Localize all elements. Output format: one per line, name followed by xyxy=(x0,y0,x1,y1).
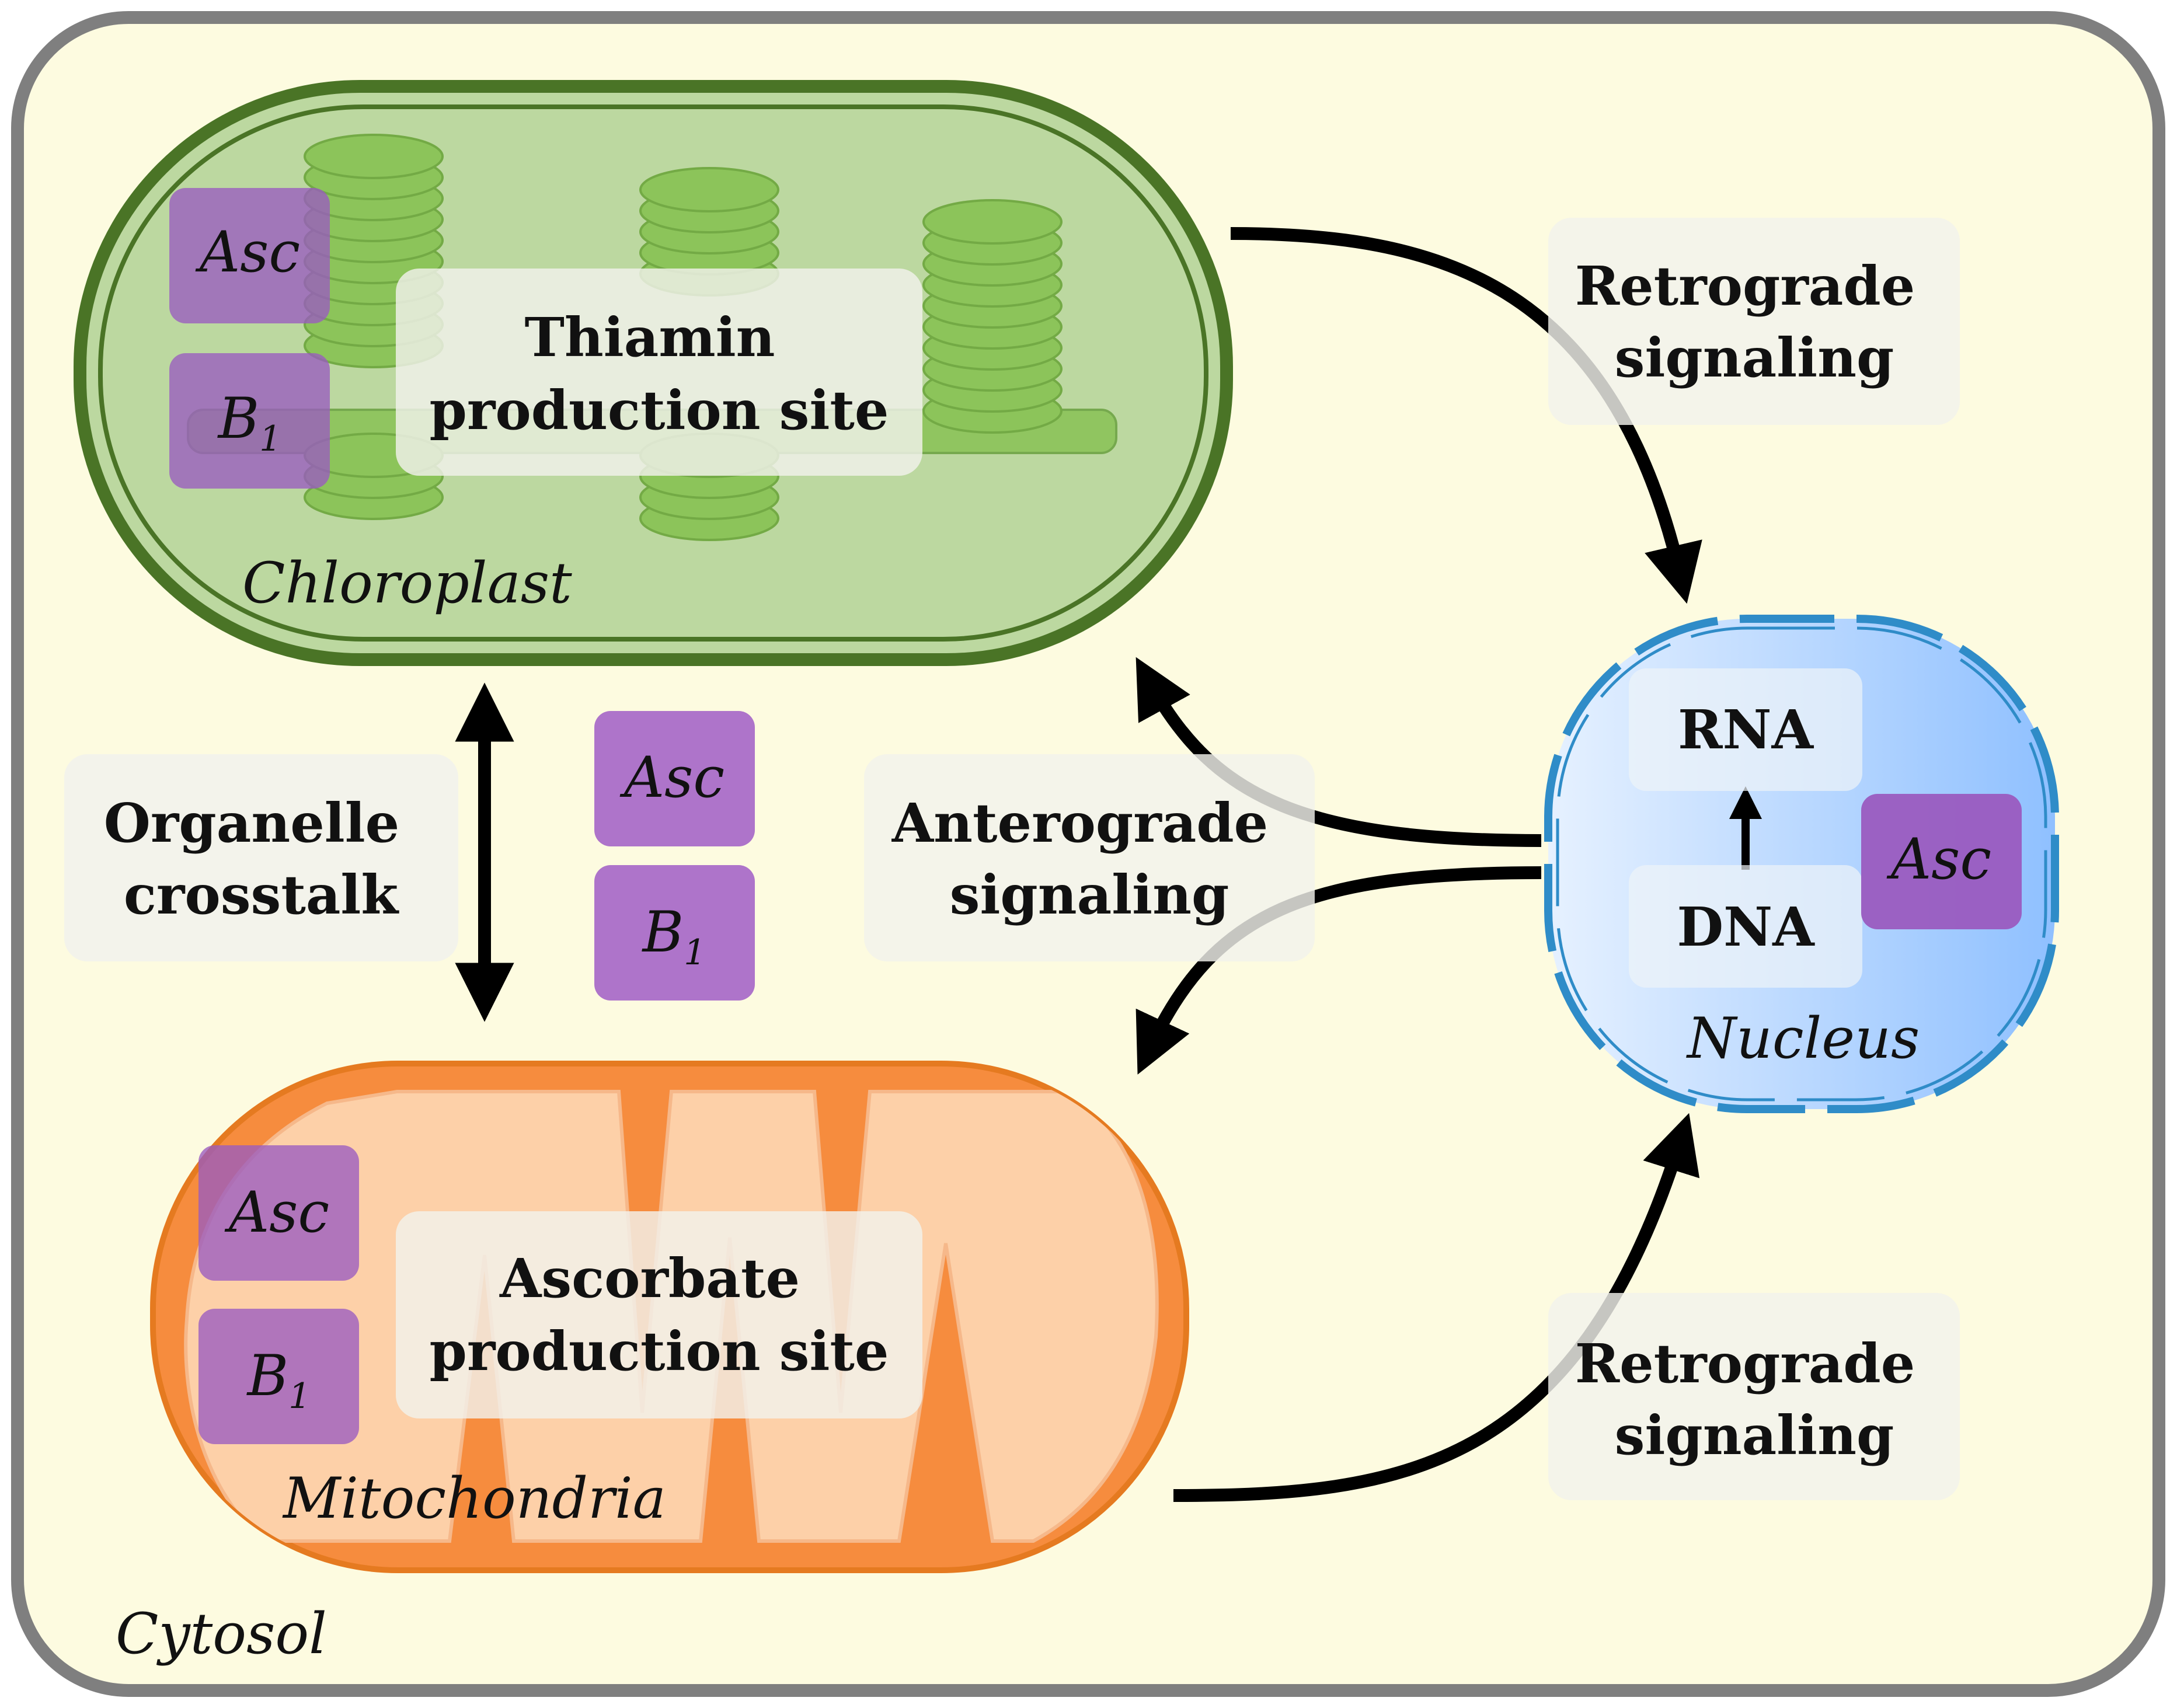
anterograde-label: Anterograde signaling xyxy=(891,792,1287,926)
cytosol-label: Cytosol xyxy=(116,1601,327,1667)
thylakoid-disc xyxy=(639,167,779,212)
chloroplast-b1-molecule: B1 xyxy=(169,353,330,489)
thylakoid-disc xyxy=(304,134,444,179)
thylakoid-disc xyxy=(922,199,1063,245)
mitochondria-label: Mitochondria xyxy=(282,1466,666,1531)
mitochondria-asc-molecule: Asc xyxy=(198,1145,359,1281)
chloroplast-label: Chloroplast xyxy=(242,550,572,616)
svg-text:Asc: Asc xyxy=(1886,827,1991,892)
svg-text:Asc: Asc xyxy=(619,745,724,810)
nucleus-label: Nucleus xyxy=(1686,1006,1920,1071)
retrograde-arrow-top xyxy=(1230,227,1702,604)
rna-label: RNA xyxy=(1678,698,1814,761)
cytosol-asc-molecule: Asc xyxy=(594,711,755,846)
svg-text:B1: B1 xyxy=(642,900,706,973)
retrograde-arrow-bottom xyxy=(1173,1113,1700,1502)
rna-box xyxy=(1629,668,1862,791)
svg-text:Asc: Asc xyxy=(224,1180,329,1245)
chloroplast-asc-molecule: Asc xyxy=(169,188,330,323)
retrograde-top-box xyxy=(1548,218,1960,425)
retrograde-bottom-label: Retrograde signaling xyxy=(1575,1332,1934,1467)
ascorbate-site-box xyxy=(396,1211,922,1418)
retrograde-bottom-box xyxy=(1548,1293,1960,1500)
dna-label: DNA xyxy=(1677,895,1815,958)
thiamin-site-box xyxy=(396,269,922,476)
svg-text:B1: B1 xyxy=(246,1343,311,1417)
retrograde-top-label: Retrograde signaling xyxy=(1575,255,1934,389)
dna-box xyxy=(1629,865,1862,988)
thiamin-site-label: Thiamin production site xyxy=(430,306,889,442)
nucleus-asc-molecule: Asc xyxy=(1861,794,2022,929)
ascorbate-site-label: Ascorbate production site xyxy=(430,1247,889,1383)
cytosol-b1-molecule: B1 xyxy=(594,865,755,1001)
anterograde-box xyxy=(864,754,1315,961)
mitochondria-b1-molecule: B1 xyxy=(198,1309,359,1444)
crosstalk-label: Organelle crosstalk xyxy=(104,792,418,926)
crosstalk-box xyxy=(64,754,458,961)
svg-text:B1: B1 xyxy=(217,386,282,459)
svg-text:Asc: Asc xyxy=(195,219,300,285)
